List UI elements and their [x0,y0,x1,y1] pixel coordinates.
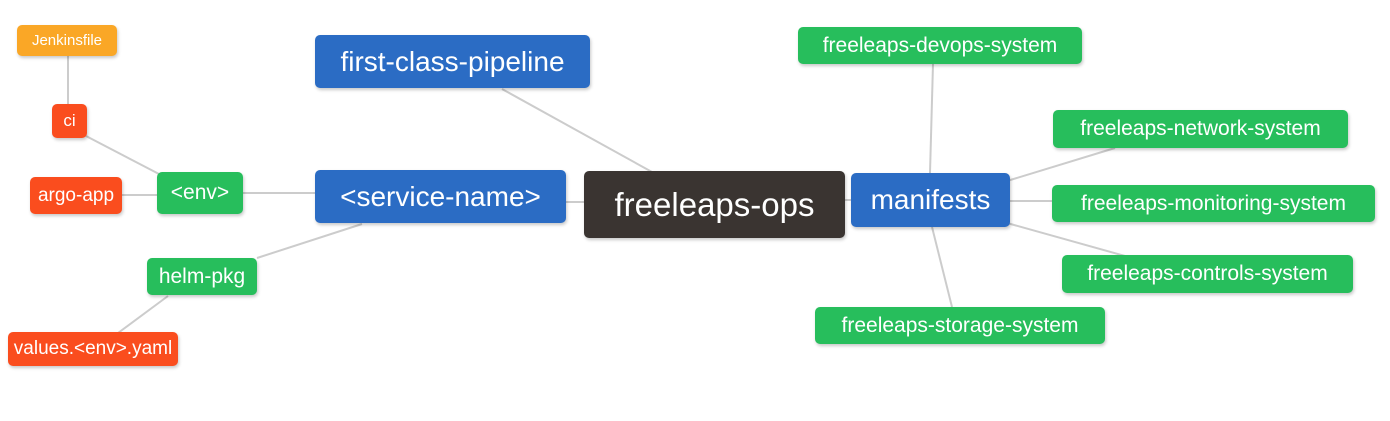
node-first-class-pipeline[interactable]: first-class-pipeline [315,35,590,88]
node-devops-system[interactable]: freeleaps-devops-system [798,27,1082,64]
node-network-system[interactable]: freeleaps-network-system [1053,110,1348,148]
node-controls-system[interactable]: freeleaps-controls-system [1062,255,1353,293]
node-manifests[interactable]: manifests [851,173,1010,227]
edge-values-helm-pkg [117,295,169,334]
node-monitoring-system[interactable]: freeleaps-monitoring-system [1052,185,1375,222]
edge-manifests-devops [929,63,934,174]
edge-ci-env [85,135,160,175]
edge-manifests-storage [931,226,953,308]
node-freeleaps-ops[interactable]: freeleaps-ops [584,171,845,238]
edge-manifests-network [1006,147,1116,182]
node-values-env-yaml[interactable]: values.<env>.yaml [8,332,178,366]
node-env[interactable]: <env> [157,172,243,214]
edge-pipeline-freeleaps-ops [501,88,653,173]
node-ci[interactable]: ci [52,104,87,138]
node-argo-app[interactable]: argo-app [30,177,122,214]
node-jenkinsfile[interactable]: Jenkinsfile [17,25,117,56]
edge-manifests-controls [1006,222,1126,257]
node-storage-system[interactable]: freeleaps-storage-system [815,307,1105,344]
node-service-name[interactable]: <service-name> [315,170,566,223]
node-helm-pkg[interactable]: helm-pkg [147,258,257,295]
edge-helm-pkg-service-name [256,223,363,259]
